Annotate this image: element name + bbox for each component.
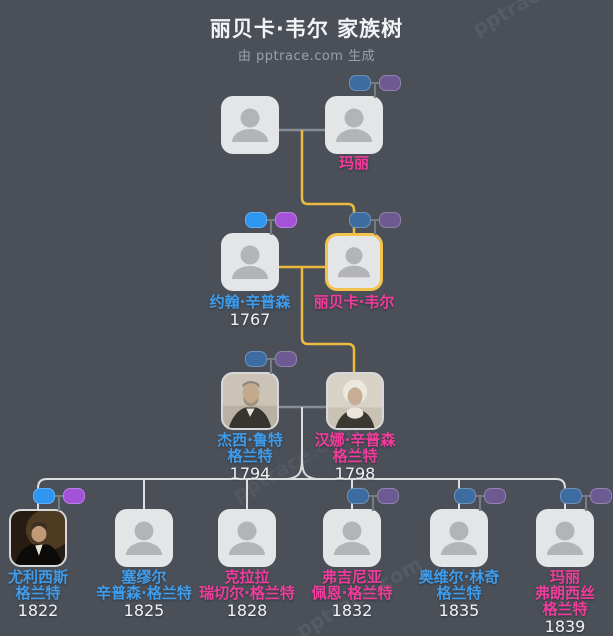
person-node-ulysses[interactable] [9, 509, 67, 567]
mother-pill-icon[interactable] [275, 212, 297, 228]
mother-pill-icon[interactable] [377, 488, 399, 504]
person-node-mary-sr[interactable] [325, 96, 383, 154]
page-subtitle: 由 pptrace.com 生成 [237, 49, 376, 64]
person-node-samuel[interactable] [115, 509, 173, 567]
pill-connector [270, 359, 272, 374]
mother-pill-icon[interactable] [63, 488, 85, 504]
pill-connector [585, 496, 587, 511]
portrait-photo-jesse [223, 374, 277, 428]
mother-pill-icon[interactable] [275, 351, 297, 367]
person-node-john[interactable] [221, 233, 279, 291]
father-pill-icon[interactable] [245, 351, 267, 367]
children-fork-left [285, 457, 303, 480]
mother-pill-icon[interactable] [379, 75, 401, 91]
page-title: 丽贝卡·韦尔 家族树 [209, 17, 404, 41]
mother-pill-icon[interactable] [590, 488, 612, 504]
father-pill-icon[interactable] [454, 488, 476, 504]
lineage-line-to-hannah [300, 267, 356, 373]
avatar-placeholder-icon [337, 247, 371, 278]
portrait-photo-ulysses [11, 511, 65, 565]
pill-connector [479, 496, 481, 511]
parents-quick-icons-ulysses [33, 488, 85, 511]
pill-connector [374, 83, 376, 98]
avatar-placeholder-icon [232, 108, 268, 142]
parents-quick-icons-john [245, 212, 297, 235]
parents-quick-icons-rebecca [349, 212, 401, 235]
person-node-clara[interactable] [218, 509, 276, 567]
parents-quick-icons-virginia [347, 488, 399, 511]
person-node-virginia[interactable] [323, 509, 381, 567]
person-node-mary-frances[interactable] [536, 509, 594, 567]
avatar-placeholder-icon [441, 521, 477, 555]
father-pill-icon[interactable] [33, 488, 55, 504]
father-pill-icon[interactable] [560, 488, 582, 504]
person-node-orvil[interactable] [430, 509, 488, 567]
children-fork-right [301, 457, 319, 480]
father-pill-icon[interactable] [347, 488, 369, 504]
pill-connector [270, 220, 272, 235]
parents-quick-icons-orvil [454, 488, 506, 511]
person-node-grandfather[interactable] [221, 96, 279, 154]
pill-connector [372, 496, 374, 511]
avatar-placeholder-icon [334, 521, 370, 555]
father-pill-icon[interactable] [349, 75, 371, 91]
avatar-placeholder-icon [547, 521, 583, 555]
parents-quick-icons-jesse [245, 351, 297, 374]
pill-connector [58, 496, 60, 511]
mother-pill-icon[interactable] [484, 488, 506, 504]
person-node-jesse[interactable] [221, 372, 279, 430]
parents-quick-icons-mary-sr [349, 75, 401, 98]
avatar-placeholder-icon [336, 108, 372, 142]
portrait-photo-hannah [328, 374, 382, 428]
lineage-line-to-rebecca [300, 130, 356, 234]
person-node-rebecca-root[interactable] [325, 233, 383, 291]
avatar-placeholder-icon [229, 521, 265, 555]
pill-connector [374, 220, 376, 235]
avatar-placeholder-icon [126, 521, 162, 555]
children-bus-line [37, 478, 566, 510]
father-pill-icon[interactable] [349, 212, 371, 228]
person-node-hannah[interactable] [326, 372, 384, 430]
father-pill-icon[interactable] [245, 212, 267, 228]
parents-quick-icons-mary-frances [560, 488, 612, 511]
avatar-placeholder-icon [232, 245, 268, 279]
mother-pill-icon[interactable] [379, 212, 401, 228]
